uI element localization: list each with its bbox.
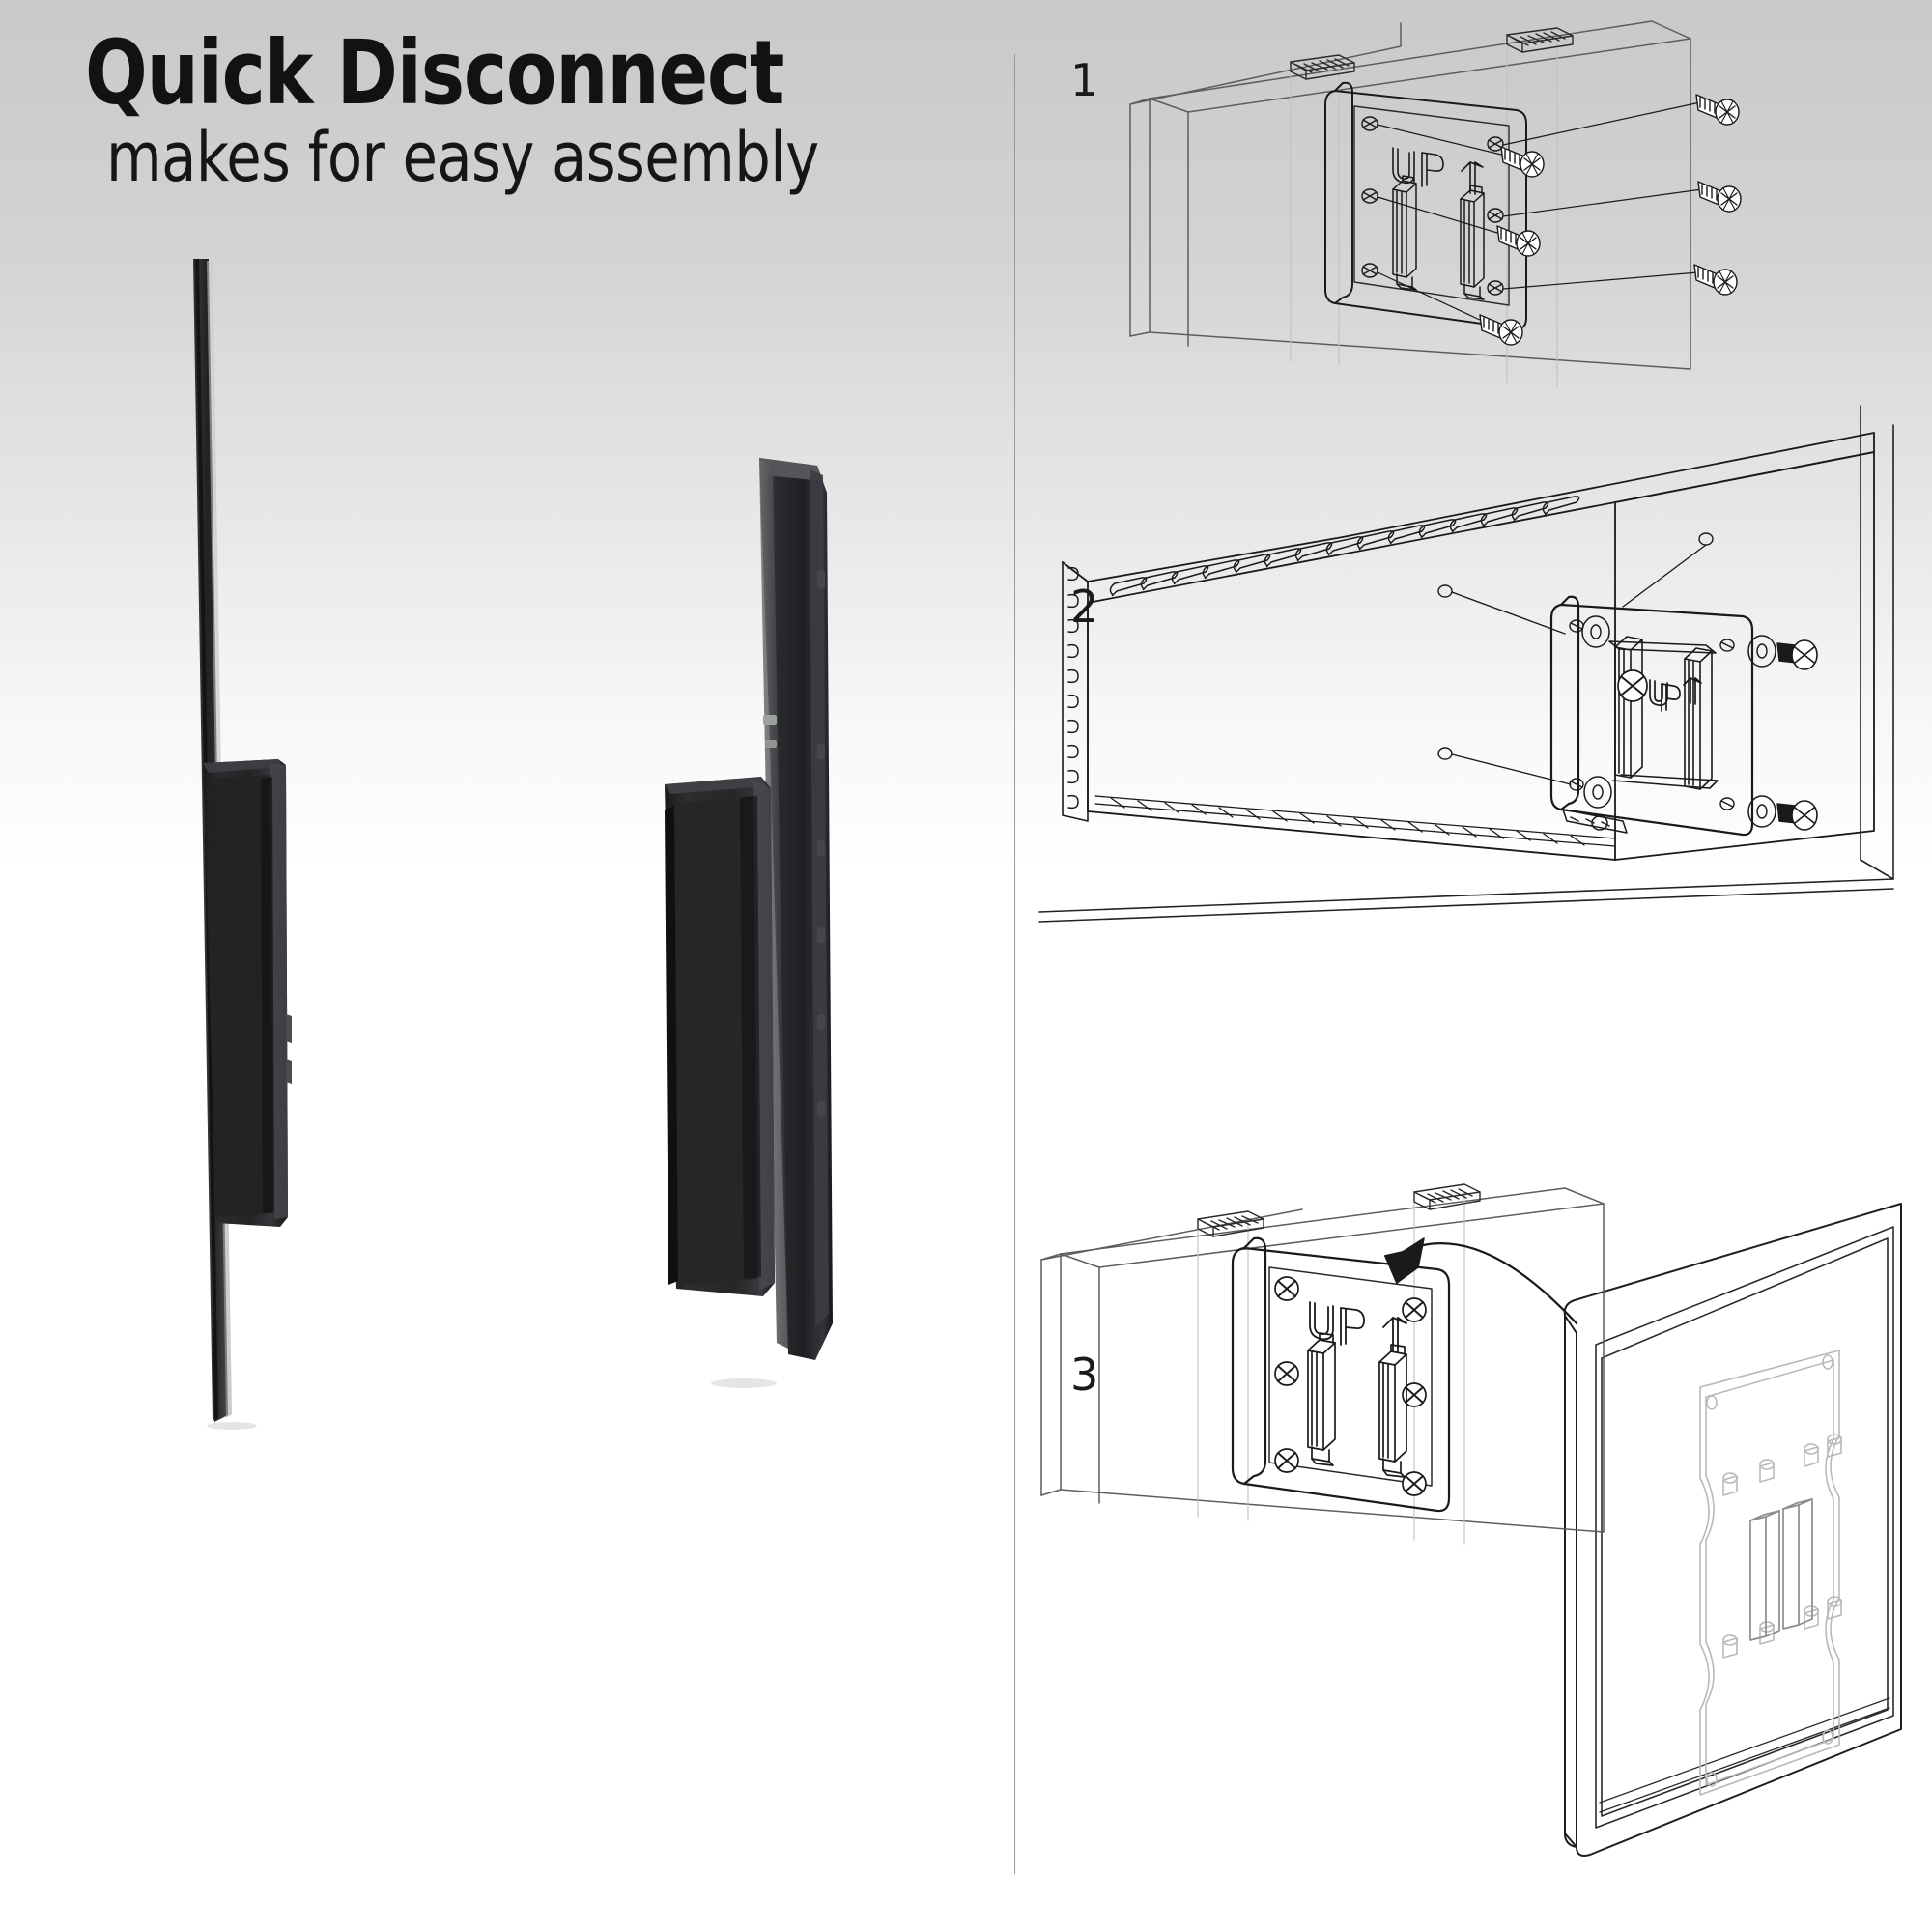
washer-screw-upper-right (1747, 635, 1818, 670)
step-number-3: 3 (1070, 1349, 1099, 1401)
mounting-screws (1479, 94, 1742, 346)
page-title: Quick Disconnect (85, 21, 784, 125)
washer-screw-lower-left (1583, 776, 1612, 809)
adapter-plate-body (1549, 595, 1754, 837)
page-subtitle: makes for easy assembly (106, 118, 819, 198)
wall-plate-screws (1274, 1276, 1427, 1496)
step-1-diagram (1111, 10, 1932, 406)
television-with-adapter (1563, 1203, 1902, 1857)
wall-plate-inner-face (1268, 1266, 1433, 1487)
side-vent-slots (1067, 566, 1079, 810)
step-2-diagram (1024, 405, 1932, 947)
wall-plate-body (1231, 1236, 1451, 1513)
product-photo-tv-with-bracket (618, 425, 860, 1391)
washer-screw-upper-left (1581, 615, 1610, 648)
wall-slab (1129, 20, 1691, 370)
vesa-hole-callouts (1437, 532, 1714, 785)
wall-plate-mounting-holes (1361, 116, 1504, 296)
vesa-adapter-plate-ghost (1699, 1350, 1842, 1796)
washer-screw-lower-right (1747, 795, 1818, 831)
adapter-plate-corner-holes (1569, 619, 1735, 810)
wall-top-tabs (1290, 27, 1574, 80)
adapter-plate-rails (1608, 636, 1719, 790)
up-marking (1392, 147, 1484, 195)
up-marking (1649, 677, 1702, 712)
wall-plate-rails (1392, 175, 1485, 300)
curved-drop-arrow-icon (1384, 1237, 1578, 1325)
tv-bottom-hatch (1094, 795, 1616, 847)
vertical-section-divider (1014, 54, 1015, 1874)
screw-head-over-marking (1617, 669, 1648, 702)
floor-reference-line (1038, 878, 1894, 923)
product-photo-wall-plate (126, 242, 319, 1430)
screw-leader-lines (1377, 101, 1703, 322)
wall-plate-inner-face (1353, 105, 1510, 306)
wall-plate-body (1324, 81, 1527, 330)
wall-plate-rails (1307, 1332, 1407, 1478)
wall-edge (1860, 405, 1894, 880)
wall-with-mounted-plate (1040, 1183, 1605, 1545)
quick-disconnect-bracket (665, 777, 775, 1296)
headline-block: Quick Disconnect makes for easy assembly (85, 21, 993, 198)
quick-disconnect-bracket (203, 759, 292, 1227)
television-side-profile (759, 458, 833, 1360)
step-3-diagram (1024, 1183, 1932, 1903)
step-number-1: 1 (1070, 54, 1099, 106)
adapter-bottom-bracket (1562, 809, 1628, 834)
